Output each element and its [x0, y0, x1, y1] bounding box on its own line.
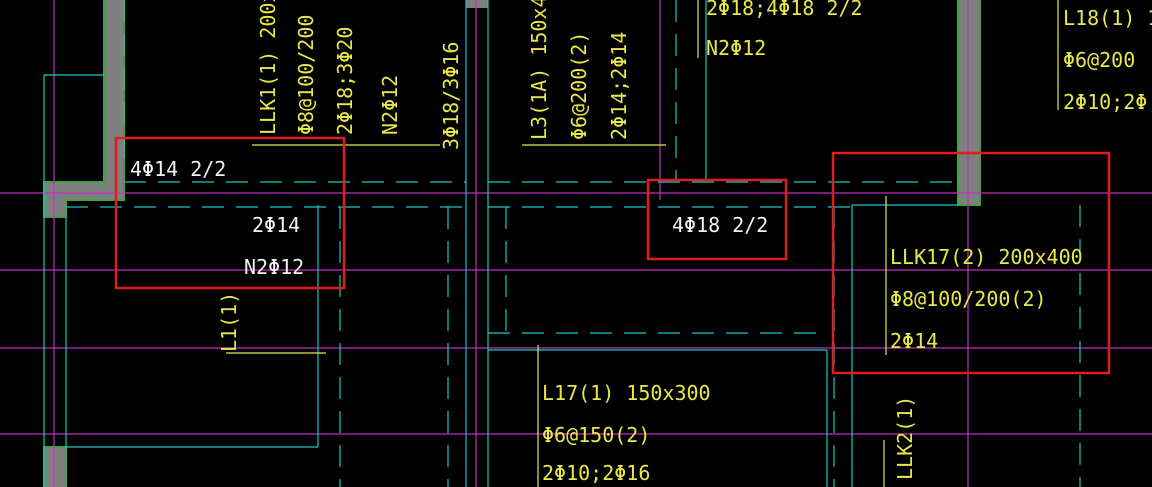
- highlight-box-2[interactable]: 4Φ18 2/2: [646, 178, 788, 261]
- wall-top-mid: [466, 0, 488, 8]
- l18-name: L18(1) 15: [1063, 6, 1152, 30]
- wall-right: [958, 0, 980, 205]
- llk1-bottom: 3Φ18/3Φ16: [439, 42, 463, 150]
- llk2-label: LLK2(1): [893, 396, 917, 480]
- llk1-waist: N2Φ12: [378, 75, 402, 135]
- box3-line1: LLK17(2) 200x400: [890, 245, 1083, 269]
- l1-label: L1(1): [217, 292, 241, 352]
- walls: [43, 0, 981, 487]
- llk1-bars: 2Φ18;3Φ20: [333, 27, 357, 135]
- beam-hidden-lines: [66, 0, 1081, 487]
- wall-left-stub: [44, 182, 66, 217]
- box2-line1: 4Φ18 2/2: [672, 213, 768, 237]
- llk1-stirrup: Φ8@100/200: [294, 15, 318, 135]
- box3-line2: Φ8@100/200(2): [890, 287, 1047, 311]
- l17-stirrup: Φ6@150(2): [542, 423, 650, 447]
- box3-line3: 2Φ14: [890, 329, 938, 353]
- leader-lines: [226, 0, 1059, 487]
- box1-line2: 2Φ14: [252, 213, 300, 237]
- l3-bars: 2Φ14;2Φ14: [607, 32, 631, 140]
- box1-line3: N2Φ12: [244, 255, 304, 279]
- top-waist: N2Φ12: [706, 36, 766, 60]
- highlight-box-3-frame: [831, 151, 1111, 375]
- l18-bars: 2Φ10;2Φ: [1063, 90, 1147, 114]
- horizontal-annotations: 2Φ18;4Φ18 2/2 N2Φ12 L18(1) 15 Φ6@200 2Φ1…: [542, 0, 1152, 485]
- highlight-box-3[interactable]: LLK17(2) 200x400 Φ8@100/200(2) 2Φ14: [831, 151, 1111, 375]
- beam-lines: [43, 0, 958, 487]
- l3-name: L3(1A) 150x4: [527, 0, 551, 140]
- llk1-name: LLK1(1) 200x: [256, 0, 280, 135]
- l18-stirrup: Φ6@200: [1063, 48, 1135, 72]
- vertical-annotations: LLK1(1) 200x Φ8@100/200 2Φ18;3Φ20 N2Φ12 …: [217, 0, 917, 480]
- l17-bars: 2Φ10;2Φ16: [542, 461, 650, 485]
- box1-line1: 4Φ14 2/2: [130, 157, 226, 181]
- top-bars: 2Φ18;4Φ18 2/2: [706, 0, 863, 20]
- highlight-box-2-frame: [646, 178, 788, 261]
- wall-left-upper: [104, 0, 124, 200]
- highlight-box-1[interactable]: 4Φ14 2/2 2Φ14 N2Φ12: [114, 136, 346, 290]
- highlight-box-1-frame: [114, 136, 346, 290]
- l3-stirrup: Φ6@200(2): [567, 32, 591, 140]
- wall-left-lower: [44, 447, 66, 487]
- l17-name: L17(1) 150x300: [542, 381, 711, 405]
